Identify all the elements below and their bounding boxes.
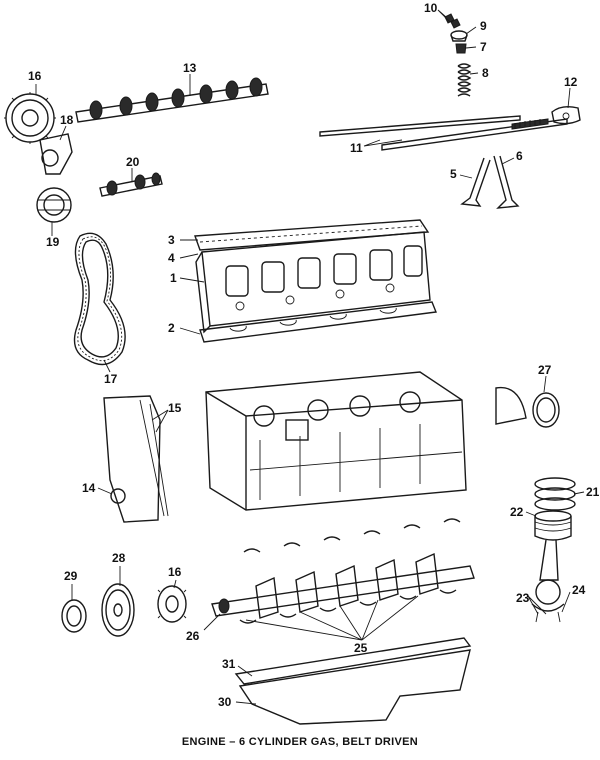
- timing-belt: [73, 232, 126, 366]
- valve-spring: [457, 63, 472, 97]
- callout-13: 13: [183, 61, 197, 75]
- callout-25: 25: [354, 641, 368, 655]
- callout-7: 7: [480, 40, 487, 54]
- oil-pan: [238, 649, 471, 725]
- intake-valve: [493, 155, 520, 209]
- crankshaft-sprocket: [157, 585, 187, 623]
- callout-3: 3: [168, 233, 175, 247]
- crankshaft: [211, 552, 475, 619]
- callout-19: 19: [46, 235, 60, 249]
- crankshaft-pulley: [101, 583, 135, 637]
- callout-labels: 10 9 7 8 12 11 13 16 18 20 19 5 6 3 4 1 …: [28, 1, 600, 709]
- callout-16-top: 16: [28, 69, 42, 83]
- valve-retainer: [450, 30, 468, 42]
- front-crank-seal: [61, 599, 87, 633]
- callout-1: 1: [170, 271, 177, 285]
- callout-22: 22: [510, 505, 524, 519]
- valve-cover-gasket: [194, 219, 430, 251]
- exhaust-valve: [460, 157, 491, 207]
- callout-16-bottom: 16: [168, 565, 182, 579]
- callout-6: 6: [516, 149, 523, 163]
- callout-10: 10: [424, 1, 438, 15]
- callout-27: 27: [538, 363, 552, 377]
- callout-23: 23: [516, 591, 530, 605]
- callout-26: 26: [186, 629, 200, 643]
- head-gasket: [199, 301, 437, 343]
- callout-28: 28: [112, 551, 126, 565]
- camshaft-sprocket: [4, 92, 56, 144]
- callout-21: 21: [586, 485, 600, 499]
- engine-block: [205, 371, 467, 511]
- callout-4: 4: [168, 251, 175, 265]
- callout-18: 18: [60, 113, 74, 127]
- intermediate-shaft: [99, 172, 163, 197]
- callout-11: 11: [350, 141, 363, 155]
- timing-cover: [103, 395, 169, 523]
- valve-stem-seal: [455, 43, 467, 54]
- callout-24: 24: [572, 583, 586, 597]
- callout-30: 30: [218, 695, 232, 709]
- callout-15: 15: [168, 401, 182, 415]
- connecting-rod: [531, 539, 565, 623]
- callout-5: 5: [450, 167, 457, 181]
- callout-20: 20: [126, 155, 140, 169]
- rear-main-seal: [495, 386, 560, 428]
- piston: [534, 510, 572, 541]
- callout-29: 29: [64, 569, 78, 583]
- leader-lines: [35, 9, 585, 705]
- callout-17: 17: [104, 372, 118, 386]
- cylinder-head: [195, 231, 431, 334]
- callout-2: 2: [168, 321, 175, 335]
- oil-pan-gasket: [234, 637, 472, 685]
- intermediate-sprocket: [36, 187, 72, 223]
- main-bearings: [239, 518, 461, 624]
- rocker-shaft: [319, 115, 568, 151]
- piston-rings: [534, 477, 576, 511]
- callout-12: 12: [564, 75, 578, 89]
- callout-9: 9: [480, 19, 487, 33]
- camshaft: [75, 77, 269, 123]
- callout-14: 14: [82, 481, 96, 495]
- callout-31: 31: [222, 657, 236, 671]
- callout-8: 8: [482, 66, 489, 80]
- diagram-caption: ENGINE – 6 CYLINDER GAS, BELT DRIVEN: [181, 736, 419, 748]
- valve-keeper: [444, 13, 461, 29]
- tensioner-bracket: [39, 133, 73, 175]
